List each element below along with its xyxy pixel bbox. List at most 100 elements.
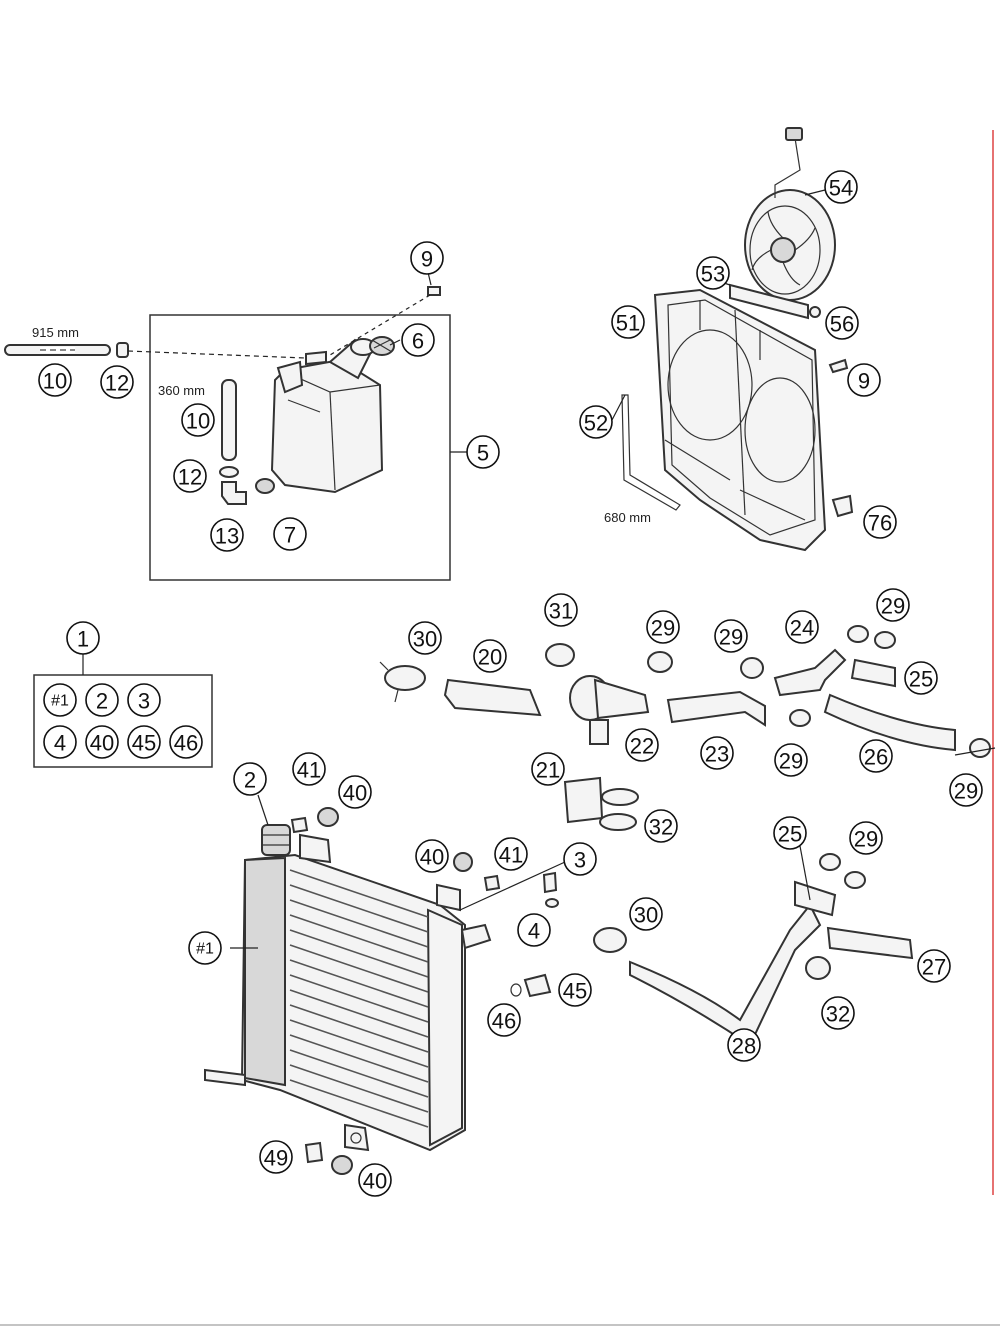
callout-30-lower[interactable]: 30 xyxy=(629,897,663,931)
callout-2[interactable]: 2 xyxy=(233,762,267,796)
svg-text:30: 30 xyxy=(634,903,658,928)
svg-text:45: 45 xyxy=(132,731,156,756)
callout-29-b[interactable]: 29 xyxy=(714,619,748,653)
callout-46[interactable]: 46 xyxy=(487,1003,521,1037)
clamp-29-lower-b xyxy=(844,871,866,889)
radiator-cap xyxy=(261,824,291,856)
callout-22[interactable]: 22 xyxy=(625,728,659,762)
callout-1[interactable]: 1 xyxy=(66,621,100,655)
svg-text:10: 10 xyxy=(186,409,210,434)
kit-item-40[interactable]: 40 xyxy=(85,725,119,759)
clamp-29-b xyxy=(740,657,764,679)
callout-21[interactable]: 21 xyxy=(531,752,565,786)
callout-51[interactable]: 51 xyxy=(611,305,645,339)
callout-13[interactable]: 13 xyxy=(210,518,244,552)
callout-6[interactable]: 6 xyxy=(401,323,435,357)
svg-text:21: 21 xyxy=(536,758,560,783)
clamp-32-lower xyxy=(805,956,831,980)
callout-49[interactable]: 49 xyxy=(259,1140,293,1174)
svg-text:29: 29 xyxy=(881,594,905,619)
svg-text:9: 9 xyxy=(858,369,870,394)
clamp-29-e xyxy=(789,709,811,727)
callout-20[interactable]: 20 xyxy=(473,639,507,673)
callout-5[interactable]: 5 xyxy=(466,435,500,469)
callout-9-right[interactable]: 9 xyxy=(847,363,881,397)
screw-56 xyxy=(809,306,821,318)
svg-text:49: 49 xyxy=(264,1146,288,1171)
callout-26[interactable]: 26 xyxy=(859,739,893,773)
callout-23[interactable]: 23 xyxy=(700,736,734,770)
kit-item-4[interactable]: 4 xyxy=(43,725,77,759)
svg-text:#1: #1 xyxy=(196,941,214,958)
callout-41-top[interactable]: 41 xyxy=(292,752,326,786)
callout-9-top[interactable]: 9 xyxy=(410,241,444,275)
svg-text:41: 41 xyxy=(499,843,523,868)
svg-text:3: 3 xyxy=(138,689,150,714)
callout-56[interactable]: 56 xyxy=(825,306,859,340)
hose-length-680: 680 mm xyxy=(604,510,651,525)
seal-ring-46 xyxy=(510,983,522,997)
callout-45[interactable]: 45 xyxy=(558,973,592,1007)
clamp-29-c xyxy=(847,625,869,643)
callout-28[interactable]: 28 xyxy=(727,1028,761,1062)
svg-text:29: 29 xyxy=(719,625,743,650)
screw-41-mid xyxy=(483,874,501,892)
callout-10-top[interactable]: 10 xyxy=(38,363,72,397)
callout-32-top[interactable]: 32 xyxy=(644,809,678,843)
callout-25-lower[interactable]: 25 xyxy=(773,816,807,850)
callout-29-c[interactable]: 29 xyxy=(876,588,910,622)
kit-item-3[interactable]: 3 xyxy=(127,683,161,717)
callout-29-d[interactable]: 29 xyxy=(774,743,808,777)
callout-32-lower[interactable]: 32 xyxy=(821,996,855,1030)
callout-24[interactable]: 24 xyxy=(785,610,819,644)
hose-length-360: 360 mm xyxy=(158,383,205,398)
clamp-32-b xyxy=(599,813,637,831)
svg-text:4: 4 xyxy=(54,731,66,756)
callout-31[interactable]: 31 xyxy=(544,593,578,627)
callout-29-f[interactable]: 29 xyxy=(849,821,883,855)
callout-25-top[interactable]: 25 xyxy=(904,661,938,695)
kit-item-45[interactable]: 45 xyxy=(127,725,161,759)
clamp-30-lower xyxy=(593,927,627,953)
y-fitting-24 xyxy=(773,648,847,697)
callout-40-mid[interactable]: 40 xyxy=(415,839,449,873)
kit-item-2[interactable]: 2 xyxy=(85,683,119,717)
callout-29-e[interactable]: 29 xyxy=(949,773,983,807)
callout-radiator[interactable]: #1 xyxy=(188,931,222,965)
callout-41-mid[interactable]: 41 xyxy=(494,837,528,871)
svg-text:29: 29 xyxy=(954,779,978,804)
callout-3[interactable]: 3 xyxy=(563,842,597,876)
kit-item-1[interactable]: #1 xyxy=(43,683,77,717)
callout-40-bottom[interactable]: 40 xyxy=(358,1163,392,1197)
bushing-40-top xyxy=(317,807,339,827)
callout-53[interactable]: 53 xyxy=(696,256,730,290)
svg-text:2: 2 xyxy=(244,768,256,793)
callout-4[interactable]: 4 xyxy=(517,913,551,947)
kit-item-46[interactable]: 46 xyxy=(169,725,203,759)
thermostat-housing-22 xyxy=(569,675,650,745)
callout-27[interactable]: 27 xyxy=(917,949,951,983)
callout-52[interactable]: 52 xyxy=(579,405,613,439)
hose-25-top xyxy=(850,658,896,688)
svg-text:1: 1 xyxy=(77,627,89,652)
callout-12-lower[interactable]: 12 xyxy=(173,459,207,493)
svg-text:20: 20 xyxy=(478,645,502,670)
callout-30-top[interactable]: 30 xyxy=(408,621,442,655)
bracket-53 xyxy=(729,283,809,320)
radiator-core-fins xyxy=(289,869,429,1128)
callout-29-a[interactable]: 29 xyxy=(646,610,680,644)
callout-7[interactable]: 7 xyxy=(273,517,307,551)
callout-10-lower[interactable]: 10 xyxy=(181,403,215,437)
callout-12-top[interactable]: 12 xyxy=(100,365,134,399)
bushing-40-bottom xyxy=(331,1155,353,1175)
svg-text:25: 25 xyxy=(778,822,802,847)
callout-76[interactable]: 76 xyxy=(863,505,897,539)
callout-40-top[interactable]: 40 xyxy=(338,775,372,809)
callout-54[interactable]: 54 xyxy=(824,170,858,204)
svg-text:51: 51 xyxy=(616,311,640,336)
radiator xyxy=(204,824,492,1152)
hose-21 xyxy=(563,776,604,824)
clamp-29-a xyxy=(647,651,673,673)
clamp-30-top xyxy=(379,661,426,703)
